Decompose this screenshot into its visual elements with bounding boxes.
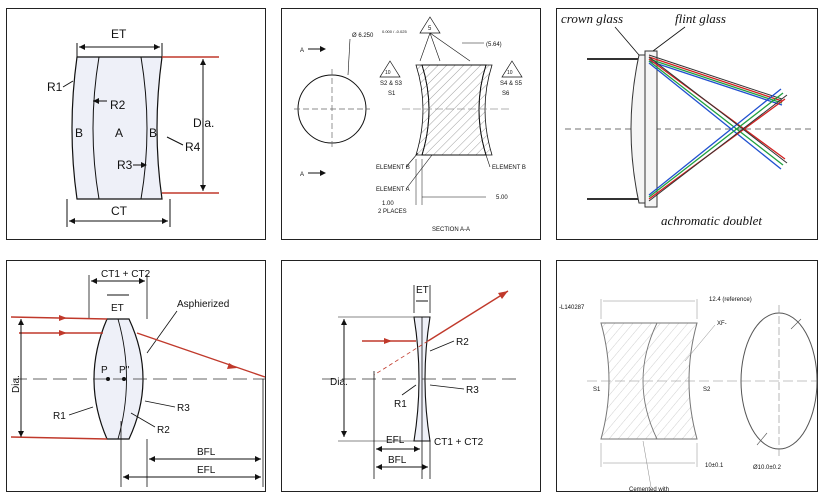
element-b-right-label: ELEMENT B [492, 165, 526, 171]
cemented-with-note: Cemented with [629, 487, 669, 493]
section-a-a-title: SECTION A-A [432, 227, 470, 233]
flint-element [644, 50, 658, 208]
et-label: ET [416, 285, 429, 296]
r1-label: R1 [394, 399, 407, 410]
r3-label: R3 [117, 158, 133, 172]
ray-virtual-trace [373, 340, 429, 376]
et-label: ET [111, 303, 124, 314]
et-label: ET [111, 27, 127, 41]
dia-label: Dia. [330, 377, 348, 388]
flint-glass-label: flint glass [675, 11, 726, 26]
element-b-left-label: ELEMENT B [376, 165, 410, 171]
panel-negative-doublet: ET Dia. R2 R1 R3 EFL BFL CT1 + CT2 [281, 260, 541, 492]
negative-doublet-diagram: ET Dia. R2 R1 R3 EFL BFL CT1 + CT2 [322, 285, 522, 479]
spec-badge-10-right [501, 60, 523, 78]
element-b-right-label: B [149, 126, 157, 140]
ct-label: CT [111, 204, 128, 218]
outer-diameter-dimension: Ø10.0±0.2 [753, 465, 782, 471]
xf-label: XF- [717, 321, 727, 327]
crown-element [630, 54, 646, 204]
svg-text:5: 5 [428, 26, 432, 32]
bfl-label: BFL [197, 447, 216, 458]
ray-blue-cross-bottom [648, 88, 782, 196]
dia-label: Dia. [193, 116, 214, 130]
panel-lens-cross-section: ET R1 R2 B A B R3 R4 Dia. CT [6, 8, 266, 240]
crown-glass-label: crown glass [561, 11, 623, 26]
ct12-label: CT1 + CT2 [434, 437, 484, 448]
efl-label: EFL [197, 465, 216, 476]
section-element-a [421, 64, 487, 156]
ray-green-top [648, 58, 783, 104]
svg-text:10: 10 [507, 70, 513, 76]
ray-red-top [648, 56, 783, 102]
dim-5-00: 5.00 [496, 195, 508, 201]
ray-blue-top [648, 60, 783, 106]
ray-dark-cross-top [648, 56, 788, 164]
section-a-top-label: A [300, 48, 304, 54]
section-element-b-left [415, 64, 430, 156]
ray-diverging [427, 290, 509, 342]
r1-label: R1 [47, 80, 63, 94]
r2-label: R2 [157, 425, 170, 436]
r1-label: R1 [53, 411, 66, 422]
two-places-label: 2 PLACES [378, 209, 407, 215]
ray-dark-cross-bottom [648, 94, 788, 202]
lens-cross-section-diagram: ET R1 R2 B A B R3 R4 Dia. CT [47, 27, 219, 227]
section-element-b-right [478, 64, 493, 156]
r3-label: R3 [466, 385, 479, 396]
element-b-left-label: B [75, 126, 83, 140]
spec-badge-10-left [379, 60, 401, 78]
panel-asphere-focal: CT1 + CT2 ET Asphierized Dia. P P'' R1 R… [6, 260, 266, 492]
asphere-focal-diagram: CT1 + CT2 ET Asphierized Dia. P P'' R1 R… [10, 269, 266, 487]
inner-surface-left [92, 56, 100, 200]
ray-refracted [136, 332, 266, 378]
s4-s5-label: S4 & S5 [500, 81, 523, 87]
s1-label: S1 [388, 91, 396, 97]
part-number-label: -L140287 [559, 305, 585, 311]
element-a-label: ELEMENT A [376, 187, 410, 193]
asphierized-label: Asphierized [177, 299, 229, 310]
r2-label: R2 [456, 337, 469, 348]
s2-s3-label: S2 & S3 [380, 81, 403, 87]
achromatic-doublet-caption: achromatic doublet [661, 213, 762, 228]
ray-green-cross-top [648, 60, 784, 166]
reference-dimension: 12.4 (reference) [709, 297, 752, 303]
s1-label: S1 [593, 387, 601, 393]
principal-point-p: P [101, 365, 108, 376]
r2-label: R2 [110, 98, 126, 112]
s6-label: S6 [502, 91, 510, 97]
cemented-drawing-diagram: -L140287 12.4 (reference) S1 S2 XF- 10±0… [559, 297, 818, 493]
ray-blue-cross-top [648, 62, 782, 170]
achromatic-doublet-diagram: crown glass flint glass achromatic doubl… [561, 11, 812, 228]
svg-text:10: 10 [385, 70, 391, 76]
principal-point-p2: P'' [119, 365, 130, 376]
thickness-dimension: 10±0.1 [705, 463, 724, 469]
ray-green-cross-bottom [648, 92, 784, 198]
section-a-bottom-label: A [300, 172, 304, 178]
bfl-label: BFL [388, 455, 407, 466]
r4-label: R4 [185, 140, 201, 154]
ray-dark-top [648, 54, 783, 100]
r3-label: R3 [177, 403, 190, 414]
dim-1-00: 1.00 [382, 201, 394, 207]
dia-label: Dia. [11, 375, 22, 393]
ct12-label: CT1 + CT2 [101, 269, 151, 280]
dim-5-64: (5.64) [486, 42, 502, 48]
diameter-spec: Ø 6.250 [352, 33, 374, 39]
panel-cemented-drawing: -L140287 12.4 (reference) S1 S2 XF- 10±0… [556, 260, 818, 493]
panel-achromatic-doublet: crown glass flint glass achromatic doubl… [556, 8, 818, 240]
section-drawing-diagram: A A Ø 6.250 0.000 / -0.025 5 (5.64) 10 1… [294, 16, 526, 233]
element-a-label: A [115, 126, 123, 140]
panel-section-drawing: A A Ø 6.250 0.000 / -0.025 5 (5.64) 10 1… [281, 8, 541, 240]
efl-label: EFL [386, 435, 405, 446]
inner-surface-right [140, 56, 148, 200]
s2-label: S2 [703, 387, 711, 393]
ray-bottom-incoming [10, 436, 108, 440]
diameter-tolerance: 0.000 / -0.025 [382, 29, 407, 34]
